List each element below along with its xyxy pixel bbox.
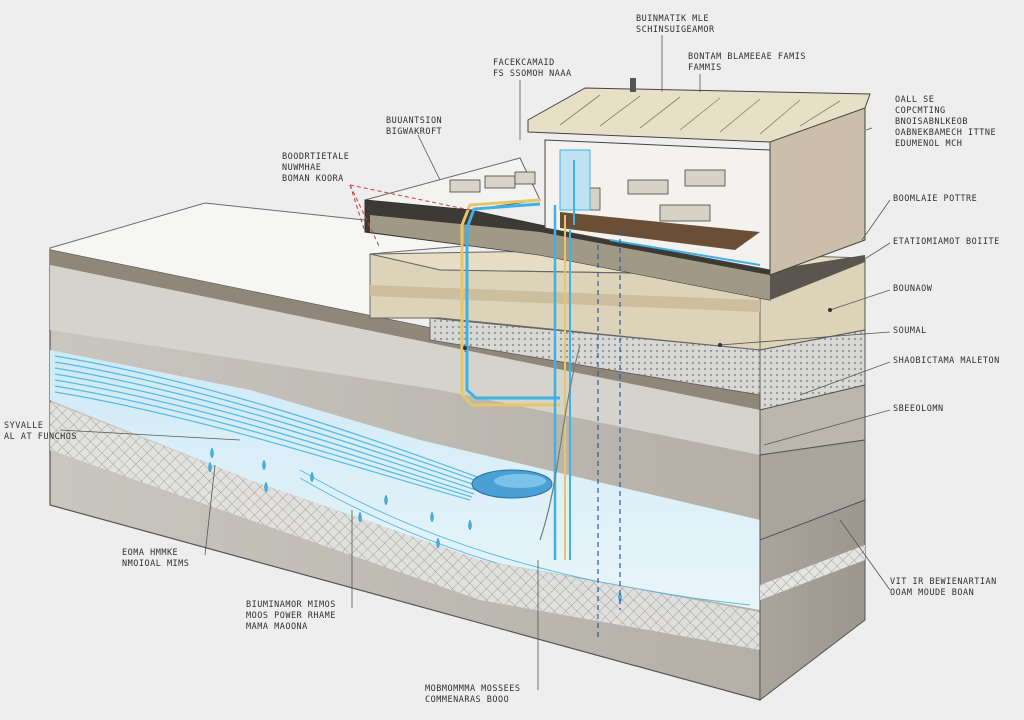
blue-dashed-lines xyxy=(597,230,621,640)
label-layer-1: BOOMLAIE POTTRE xyxy=(893,194,978,204)
aquifer-zone xyxy=(50,350,760,610)
label-layer-3: BOUNAOW xyxy=(893,284,933,294)
topsoil-band xyxy=(50,250,760,410)
water-droplets xyxy=(208,447,622,603)
gravel-bed-lower xyxy=(250,480,760,650)
label-layer-5: SHAOBICTAMA MALETON xyxy=(893,356,1000,366)
gravel-bed-left xyxy=(50,402,250,520)
leader-lines xyxy=(59,35,891,690)
side-face-hatch-strip xyxy=(760,545,865,600)
roof-ribs xyxy=(559,94,841,135)
side-face-base-layer xyxy=(759,499,866,702)
label-layer-2: ETATIOMIAMOT BOIITE xyxy=(893,237,1000,247)
label-layer-4: SOUMAL xyxy=(893,326,927,336)
roof-vent xyxy=(630,78,636,92)
vertical-pipes xyxy=(460,198,581,560)
patio-furniture xyxy=(449,171,536,193)
house-furniture xyxy=(569,169,726,222)
red-dashed-lines xyxy=(349,184,471,249)
label-layer-6: SBEEOLOMN xyxy=(893,404,944,414)
house-water-line xyxy=(609,239,761,266)
gravel-step-front xyxy=(429,317,761,396)
upper-soil-layer xyxy=(50,265,760,455)
house-floor xyxy=(560,212,760,250)
